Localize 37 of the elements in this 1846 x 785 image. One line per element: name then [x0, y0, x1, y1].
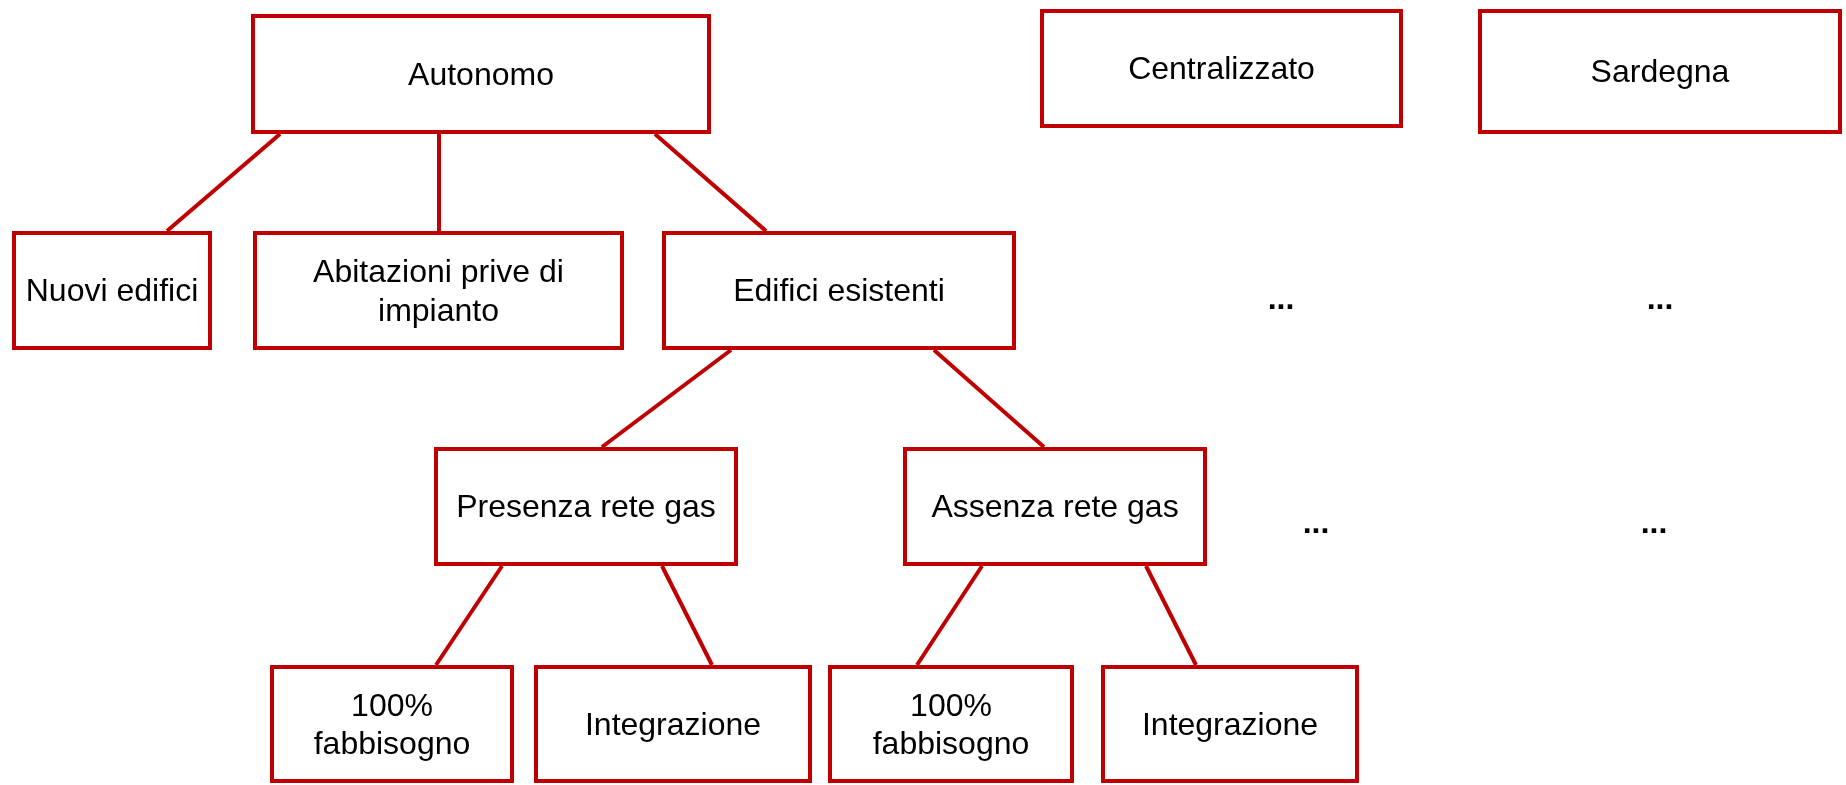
box-label: Nuovi edifici [24, 271, 200, 310]
connector-line [165, 132, 282, 233]
connector-line [600, 348, 733, 449]
category-box [903, 447, 1207, 566]
box-label: Edifici esistenti [732, 271, 946, 310]
box-label: Integrazione [1140, 704, 1320, 744]
box-label: Presenza rete gas [455, 487, 717, 526]
connector-line [437, 134, 441, 231]
category-box [253, 231, 624, 350]
category-box [270, 665, 514, 783]
ellipsis-text: ... [1646, 282, 1674, 314]
category-box [12, 231, 212, 350]
ellipsis-text: ... [1640, 506, 1668, 538]
connector-line [653, 132, 768, 233]
connector-line [434, 564, 504, 667]
box-label: Autonomo [407, 54, 555, 94]
ellipsis-text: ... [1302, 506, 1330, 538]
category-box [828, 665, 1074, 783]
box-label: Sardegna [1589, 52, 1731, 91]
connector-line [660, 565, 714, 666]
ellipsis-text: ... [1267, 282, 1295, 314]
box-label: Centralizzato [1127, 49, 1316, 88]
box-label: 100% fabbisogno [312, 685, 472, 763]
box-label: Assenza rete gas [930, 487, 1180, 526]
box-label: 100% fabbisogno [871, 685, 1031, 763]
category-box [434, 447, 738, 566]
category-box [662, 231, 1016, 350]
category-box [1478, 9, 1842, 134]
box-label: Integrazione [583, 704, 763, 744]
connector-line [1144, 565, 1198, 666]
category-box [1101, 665, 1359, 783]
connector-line [915, 564, 984, 667]
category-box [534, 665, 812, 783]
category-box [251, 14, 711, 134]
box-label: Abitazioni prive di impianto [312, 252, 565, 329]
connector-line [932, 348, 1046, 449]
category-box [1040, 9, 1403, 128]
